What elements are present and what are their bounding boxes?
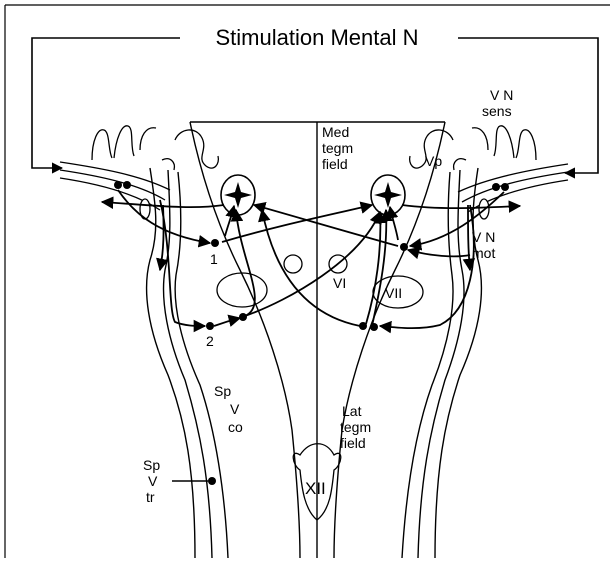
motor-nucleus-right: [371, 175, 405, 215]
label-vp: Vp: [425, 153, 442, 169]
label-med: Med: [322, 124, 349, 140]
labels: V N sens Vp Med tegm field V N mot VI VI…: [143, 87, 513, 505]
nerve-bundle-right: [458, 164, 568, 212]
label-lat-field: field: [340, 435, 366, 451]
label-sp-tr: Sp: [143, 457, 160, 473]
label-field: field: [322, 156, 348, 172]
label-co: co: [228, 419, 243, 435]
label-1: 1: [210, 251, 218, 267]
label-vn-sens: V N: [490, 87, 513, 103]
label-xii: XII: [305, 479, 326, 498]
label-2: 2: [206, 333, 214, 349]
rootlets: [140, 199, 489, 219]
label-vn-mot: V N: [472, 229, 495, 245]
label-sp-co: Sp: [214, 383, 231, 399]
label-tegm: tegm: [322, 140, 353, 156]
label-tr: tr: [146, 489, 155, 505]
label-vi: VI: [333, 275, 346, 291]
label-lat-tegm: tegm: [340, 419, 371, 435]
label-v-tr: V: [148, 473, 158, 489]
motor-nucleus-left: [221, 175, 255, 215]
title: Stimulation Mental N: [216, 25, 419, 50]
label-vn-mot-2: mot: [472, 245, 495, 261]
label-vn-sens-2: sens: [482, 103, 512, 119]
label-vii: VII: [385, 285, 402, 301]
figure-frame: [5, 5, 610, 558]
label-lat: Lat: [342, 403, 362, 419]
label-v-co: V: [230, 401, 240, 417]
